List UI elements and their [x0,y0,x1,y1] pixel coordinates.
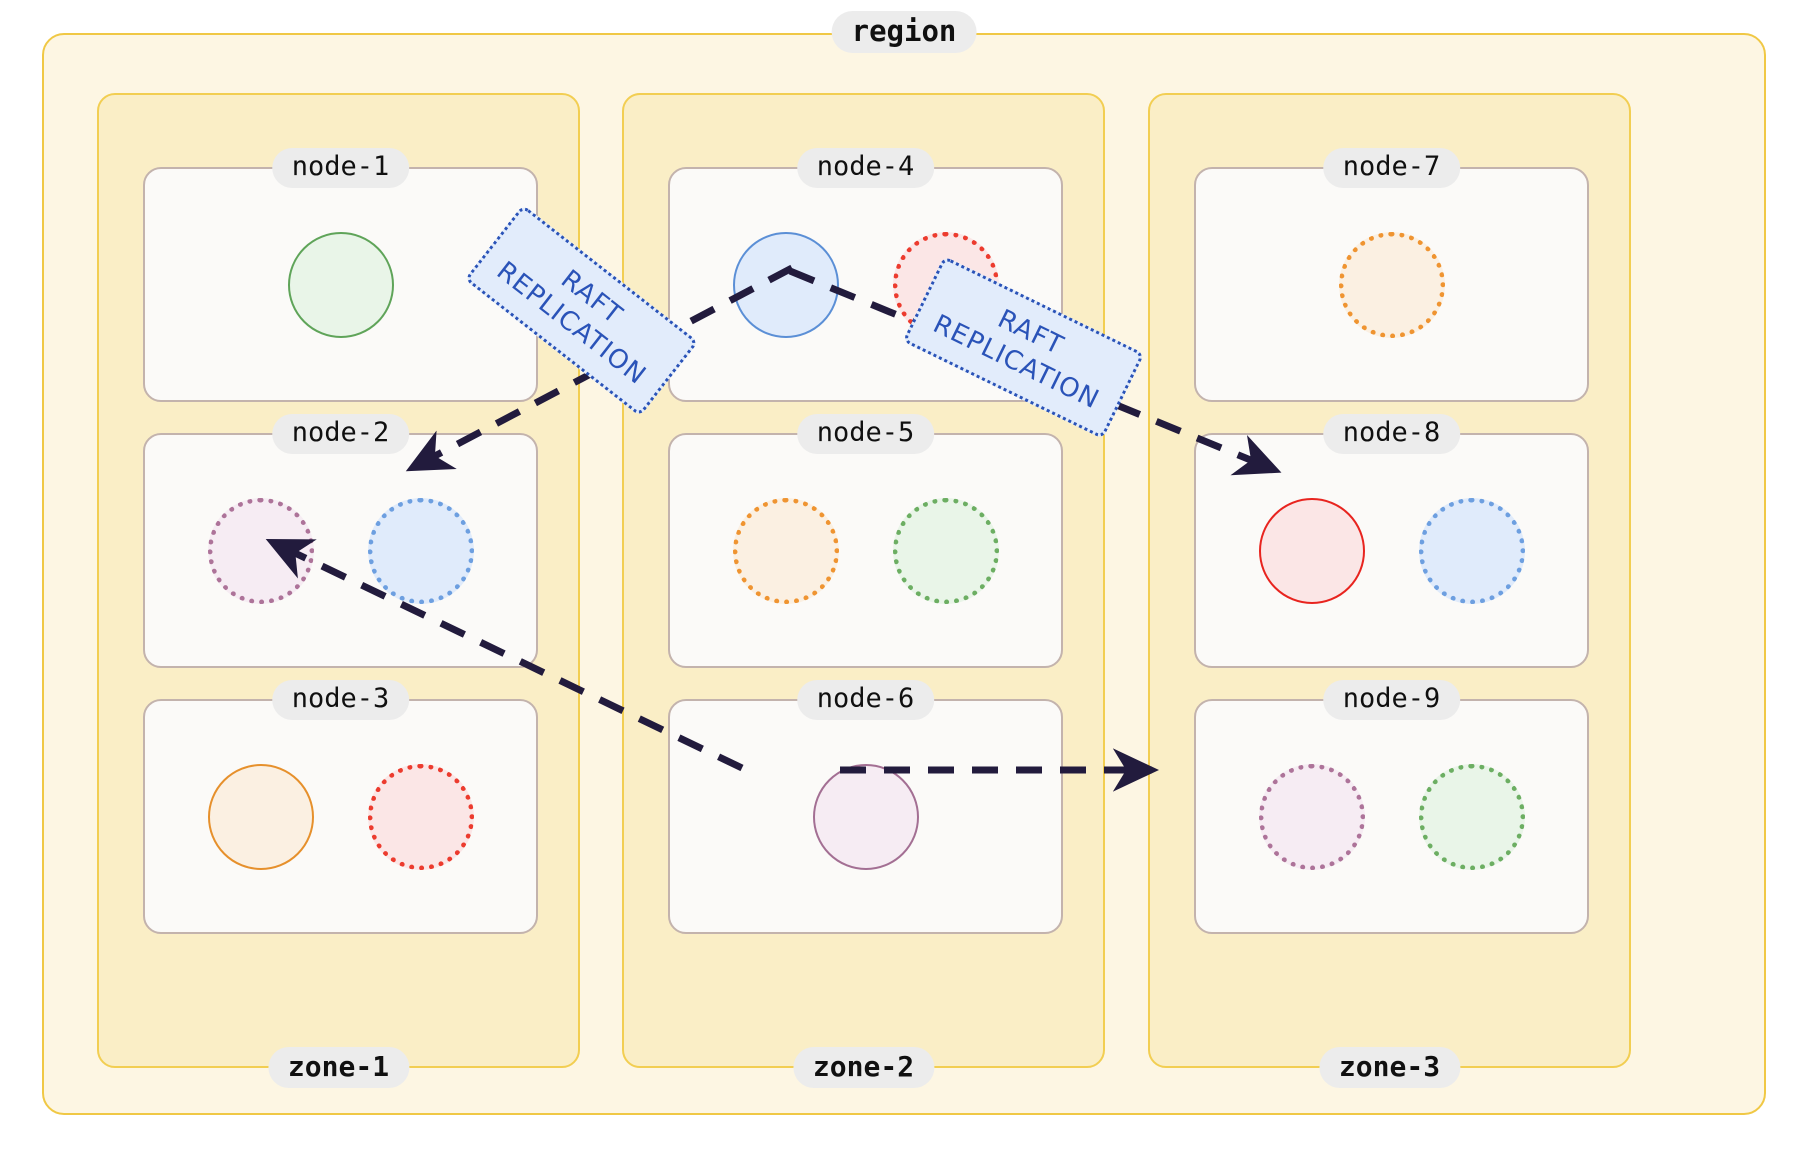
zone-container-zone-3[interactable]: zone-3 node-7 node-8 node-9 [1148,93,1631,1088]
node-label-node-4: node-4 [796,148,935,189]
shard-circle-replica-blue[interactable] [1418,497,1525,604]
shard-circle-replica-purple[interactable] [1258,763,1365,870]
zone-label-zone-1: zone-1 [267,1046,410,1088]
zone-label-zone-2: zone-2 [792,1046,935,1088]
shard-circle-replica-blue[interactable] [367,497,474,604]
node-label-node-5: node-5 [796,414,935,455]
shard-circle-replica-green[interactable] [1418,763,1525,870]
zone-container-zone-2[interactable]: zone-2 node-4 node-5 node-6 [622,93,1105,1088]
node-label-node-3: node-3 [271,680,410,721]
node-label-node-8: node-8 [1322,414,1461,455]
shard-circle-leader-green[interactable] [287,231,394,338]
shard-circle-replica-green[interactable] [892,497,999,604]
node-container-node-5[interactable]: node-5 [668,414,1063,668]
shard-circle-replica-red[interactable] [367,763,474,870]
node-container-node-6[interactable]: node-6 [668,680,1063,934]
node-container-node-9[interactable]: node-9 [1194,680,1589,934]
node-container-node-3[interactable]: node-3 [143,680,538,934]
node-container-node-8[interactable]: node-8 [1194,414,1589,668]
shard-circle-replica-orange[interactable] [732,497,839,604]
shard-circle-leader-red[interactable] [1258,497,1365,604]
shard-circle-leader-orange[interactable] [207,763,314,870]
node-label-node-9: node-9 [1322,680,1461,721]
shard-circle-replica-orange[interactable] [1338,231,1445,338]
zone-label-zone-3: zone-3 [1318,1046,1461,1088]
shard-circle-replica-purple[interactable] [207,497,314,604]
shard-circle-leader-blue[interactable] [732,231,839,338]
node-label-node-7: node-7 [1322,148,1461,189]
node-container-node-7[interactable]: node-7 [1194,148,1589,402]
node-container-node-2[interactable]: node-2 [143,414,538,668]
shard-circle-leader-purple[interactable] [812,763,919,870]
node-label-node-6: node-6 [796,680,935,721]
node-label-node-1: node-1 [271,148,410,189]
region-label: region [831,11,977,54]
node-label-node-2: node-2 [271,414,410,455]
region-container[interactable]: region zone-1 node-1 node-2 node-3 zone-… [42,11,1766,1115]
